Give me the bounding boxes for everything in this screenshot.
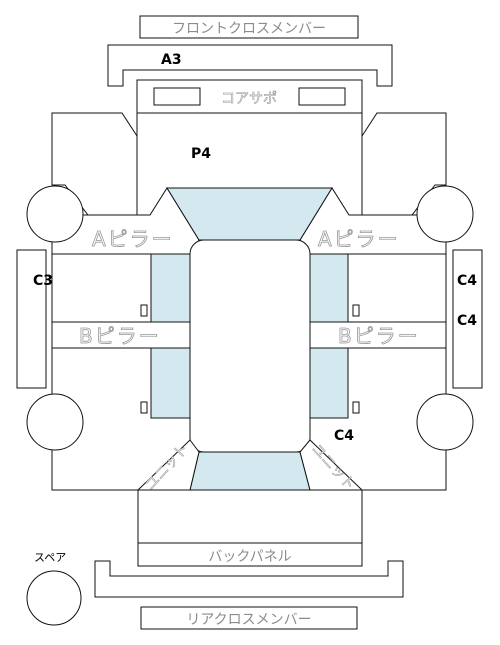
- a3-label: A3: [161, 52, 182, 68]
- right-door-lower[interactable]: [309, 347, 349, 419]
- left-rear-door-handle: [140, 401, 148, 414]
- left-door-upper[interactable]: [150, 253, 191, 323]
- p4-label: P4: [191, 146, 211, 162]
- right-front-door-handle: [352, 304, 360, 317]
- core-support-left-slot: [153, 87, 201, 106]
- windshield-panel[interactable]: [166, 187, 333, 241]
- b-pillar-right-label: Bピラー: [338, 324, 420, 348]
- a3-bracket[interactable]: [107, 44, 393, 87]
- c4-mid-label: C4: [457, 313, 477, 329]
- core-support-label: コアサポ: [221, 91, 277, 107]
- rear-cross-member-box[interactable]: [140, 606, 358, 630]
- right-rear-door-handle: [352, 401, 360, 414]
- trunk-area[interactable]: [137, 489, 363, 567]
- b-pillar-left-label: Bピラー: [79, 324, 161, 348]
- left-door-lower[interactable]: [150, 347, 191, 419]
- front-right-wheel[interactable]: [416, 185, 474, 243]
- right-side-sill[interactable]: [452, 249, 483, 389]
- right-door-upper[interactable]: [309, 253, 349, 323]
- back-panel-label: バックパネル: [208, 549, 291, 565]
- roof-panel[interactable]: [189, 239, 311, 453]
- b-pillar-left-band[interactable]: [51, 321, 191, 349]
- front-cross-member-label: フロントクロスメンバー: [172, 21, 326, 37]
- rear-right-wheel[interactable]: [416, 393, 474, 451]
- spare-tire[interactable]: [26, 570, 82, 626]
- spare-label: スペア: [34, 551, 66, 564]
- rear-bracket[interactable]: [94, 560, 404, 598]
- core-support-right-slot: [298, 87, 346, 106]
- c4-lower-label: C4: [334, 428, 354, 444]
- a-pillar-left-label: Aピラー: [92, 227, 174, 251]
- b-pillar-right-band[interactable]: [309, 321, 447, 349]
- rear-window-panel[interactable]: [189, 451, 311, 491]
- left-front-door-handle: [140, 304, 148, 317]
- front-left-wheel[interactable]: [26, 185, 84, 243]
- c3-label: C3: [33, 273, 53, 289]
- c4-top-label: C4: [457, 273, 477, 289]
- rear-left-wheel[interactable]: [26, 393, 84, 451]
- rear-cross-member-label: リアクロスメンバー: [186, 612, 311, 628]
- front-cross-member-box[interactable]: [139, 15, 359, 39]
- a-pillar-right-label: Aピラー: [318, 227, 400, 251]
- left-side-sill[interactable]: [16, 249, 47, 389]
